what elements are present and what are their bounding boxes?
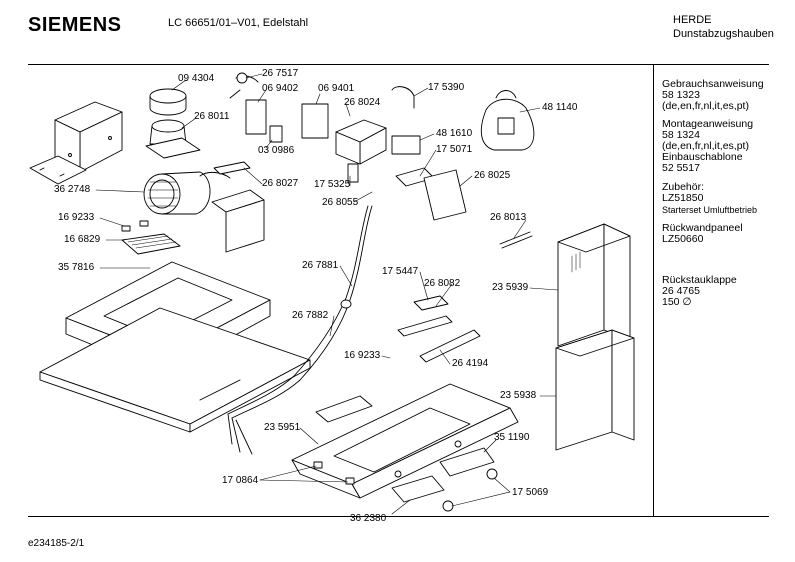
parts-bag-drawing xyxy=(480,90,535,151)
part-label: 36 2748 xyxy=(54,184,91,195)
part-label: 17 5447 xyxy=(382,266,419,277)
document-id: e234185-2/1 xyxy=(28,538,85,549)
part-label: 23 5939 xyxy=(492,282,529,293)
light-rail-drawing xyxy=(397,231,533,363)
part-label: 26 8025 xyxy=(474,170,511,181)
part-label: 26 4194 xyxy=(452,358,489,369)
part-label: 26 8011 xyxy=(194,111,230,122)
damper-size: 150 ∅ xyxy=(662,296,692,308)
part-label: 48 1610 xyxy=(436,128,473,139)
electronics-drawing xyxy=(229,72,467,221)
part-label: 06 9401 xyxy=(318,83,355,94)
part-label: 26 8082 xyxy=(424,278,461,289)
part-label: 17 5390 xyxy=(428,82,465,93)
part-label: 23 5951 xyxy=(264,422,301,433)
template-number: 52 5517 xyxy=(662,162,700,174)
part-label: 17 5325 xyxy=(314,179,351,190)
part-label: 26 8055 xyxy=(322,197,359,208)
wallpanel-title: Rückwandpaneel xyxy=(662,222,743,234)
part-label: 36 2380 xyxy=(350,513,387,524)
install-title: Montageanweisung xyxy=(662,118,754,130)
duct-adapter-drawing xyxy=(145,88,201,159)
footer-rule xyxy=(28,516,769,517)
maker-label: HERDE xyxy=(673,14,712,26)
canopy-drawing xyxy=(291,383,519,512)
part-label: 06 9402 xyxy=(262,83,299,94)
brand-logo: SIEMENS xyxy=(28,14,122,36)
blower-fan-drawing xyxy=(143,171,231,215)
part-label: 26 7517 xyxy=(262,68,299,79)
accessories-number: LZ51850 xyxy=(662,192,704,204)
model-number: LC 66651/01–V01, Edelstahl xyxy=(168,17,309,29)
damper-title: Rückstauklappe xyxy=(662,274,737,286)
part-label: 35 7816 xyxy=(58,262,95,273)
accessories-title: Zubehör: xyxy=(662,181,705,193)
filter-cassette-drawing xyxy=(121,220,181,255)
wall-bracket-drawing xyxy=(29,101,123,185)
part-label: 26 8024 xyxy=(344,97,381,108)
part-label: 17 0864 xyxy=(222,475,259,486)
mounting-plate-drawing xyxy=(211,161,265,253)
part-label: 16 9233 xyxy=(58,212,95,223)
damper-number: 26 4765 xyxy=(662,285,700,297)
template-title: Einbauschablone xyxy=(662,151,743,163)
part-label: 26 8013 xyxy=(490,212,527,223)
part-label: 23 5938 xyxy=(500,390,537,401)
part-label: 09 4304 xyxy=(178,73,215,84)
part-label: 16 9233 xyxy=(344,350,381,361)
part-label: 26 7882 xyxy=(292,310,329,321)
part-label: 17 5071 xyxy=(436,144,473,155)
part-label: 26 8027 xyxy=(262,178,299,189)
hood-body-drawing xyxy=(39,261,311,433)
install-languages: (de,en,fr,nl,it,es,pt) xyxy=(662,140,749,152)
part-label: 16 6829 xyxy=(64,234,101,245)
install-number: 58 1324 xyxy=(662,129,700,141)
chimney-lower-drawing xyxy=(555,329,635,451)
side-panel-divider xyxy=(653,64,654,516)
cable-harness-drawing xyxy=(227,205,373,455)
part-label: 48 1140 xyxy=(542,102,578,113)
chimney-upper-drawing xyxy=(557,223,631,347)
part-label: 17 5069 xyxy=(512,487,549,498)
category-label: Dunstabzugshauben xyxy=(673,28,774,40)
part-label: 35 1190 xyxy=(494,432,530,443)
part-label: 03 0986 xyxy=(258,145,295,156)
wallpanel-number: LZ50660 xyxy=(662,233,704,245)
accessories-description: Starterset Umluftbetrieb xyxy=(662,205,758,215)
manual-title: Gebrauchsanweisung xyxy=(662,78,764,90)
leader-lines xyxy=(95,73,559,515)
manual-languages: (de,en,fr,nl,it,es,pt) xyxy=(662,100,749,112)
part-label: 26 7881 xyxy=(302,260,339,271)
header-rule xyxy=(28,64,769,65)
manual-number: 58 1323 xyxy=(662,89,700,101)
